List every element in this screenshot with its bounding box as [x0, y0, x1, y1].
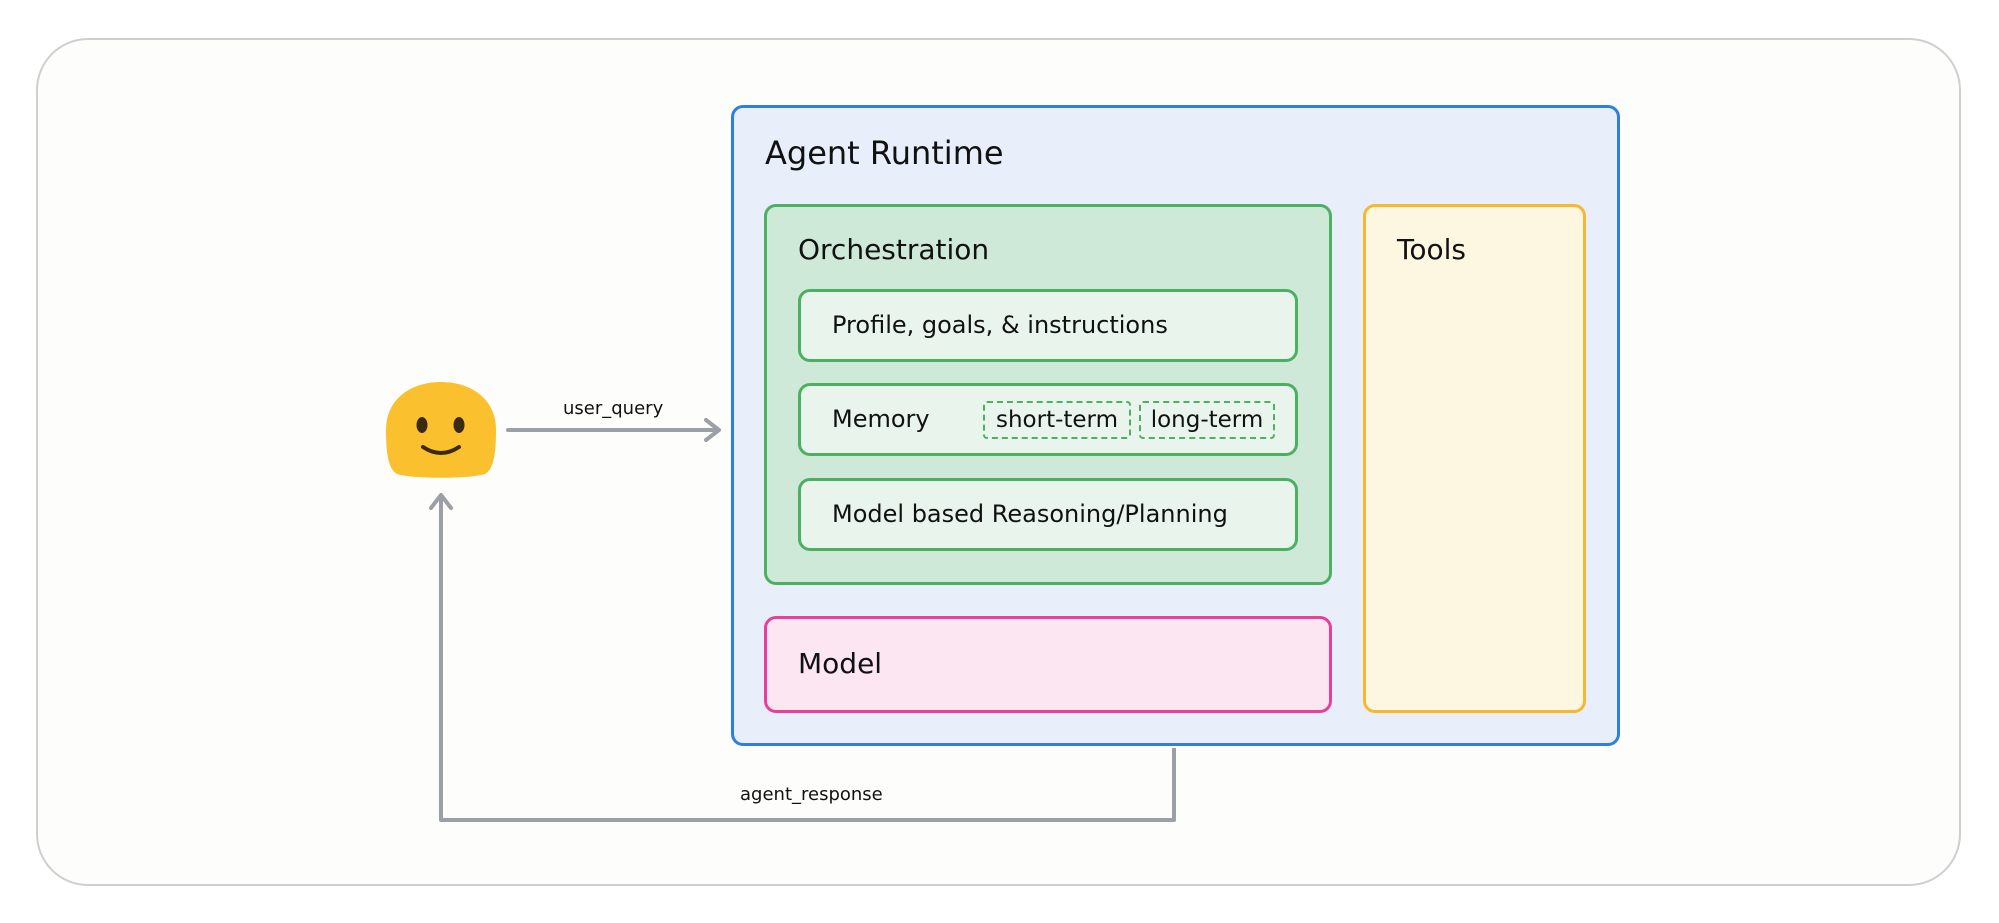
memory-box — [798, 383, 1298, 456]
memory-label: Memory — [832, 405, 930, 433]
agent-response-arrow — [429, 493, 1176, 822]
agent-response-label: agent_response — [740, 784, 883, 805]
tools-title: Tools — [1397, 233, 1466, 266]
reasoning-planning-box — [798, 478, 1298, 551]
agent-runtime-title: Agent Runtime — [765, 134, 1004, 172]
profile-goals-box — [798, 289, 1298, 362]
model-box — [764, 616, 1332, 713]
reasoning-planning-label: Model based Reasoning/Planning — [832, 500, 1228, 528]
short-term-tag: short-term — [983, 401, 1131, 439]
smiley-face-icon — [386, 382, 496, 478]
tools-box — [1363, 204, 1586, 713]
long-term-tag: long-term — [1139, 401, 1275, 439]
user-query-label: user_query — [563, 398, 664, 419]
user-query-arrow — [506, 418, 721, 442]
model-title: Model — [798, 647, 883, 680]
orchestration-title: Orchestration — [798, 233, 990, 266]
profile-goals-label: Profile, goals, & instructions — [832, 311, 1168, 339]
